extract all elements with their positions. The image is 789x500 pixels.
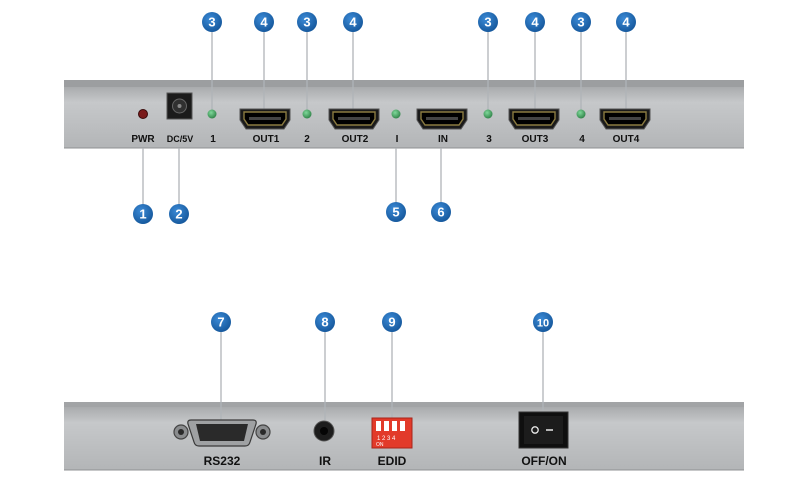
hdmi-in-port[interactable] [416, 108, 468, 130]
svg-text:3: 3 [577, 15, 584, 30]
callout-3a: 3 [202, 12, 222, 32]
svg-text:2: 2 [175, 207, 182, 222]
dip-on-label: ON [376, 442, 384, 448]
svg-text:8: 8 [321, 315, 328, 330]
rear-leader-lines [220, 330, 544, 420]
svg-text:4: 4 [531, 15, 539, 30]
led4-label: 4 [579, 134, 585, 145]
dc-power-jack[interactable] [166, 92, 193, 120]
front-panel-top-edge [64, 80, 744, 88]
rs232-port[interactable] [173, 419, 271, 447]
out4-label: OUT4 [613, 134, 640, 145]
ir-label: IR [319, 454, 331, 468]
callout-10: 10 [533, 312, 553, 332]
callout-3d: 3 [571, 12, 591, 32]
callout-1: 1 [133, 204, 153, 224]
rs232-label: RS232 [204, 454, 241, 468]
svg-text:4: 4 [260, 15, 268, 30]
led1-label: 1 [210, 134, 216, 145]
callout-3b: 3 [297, 12, 317, 32]
pwr-led-icon [138, 109, 148, 119]
hdmi-out1-port[interactable] [239, 108, 291, 130]
svg-text:3: 3 [303, 15, 310, 30]
svg-text:6: 6 [437, 205, 444, 220]
dc-label: DC/5V [167, 134, 194, 144]
led-out3-icon [483, 109, 493, 119]
callout-3c: 3 [478, 12, 498, 32]
svg-text:4: 4 [349, 15, 357, 30]
ledi-label: I [396, 134, 399, 145]
callout-7: 7 [211, 312, 231, 332]
svg-text:1: 1 [139, 207, 146, 222]
front-leader-lines [142, 30, 627, 205]
svg-text:9: 9 [388, 315, 395, 330]
pwr-label: PWR [131, 134, 155, 145]
svg-text:7: 7 [217, 315, 224, 330]
rear-panel-top-edge [64, 402, 744, 408]
ir-port[interactable] [313, 420, 335, 442]
led-out2-icon [302, 109, 312, 119]
svg-text:5: 5 [392, 205, 399, 220]
edid-dip-switch[interactable] [371, 417, 413, 449]
hdmi-out3-port[interactable] [508, 108, 560, 130]
in-label: IN [438, 134, 448, 145]
callout-6: 6 [431, 202, 451, 222]
callout-4d: 4 [616, 12, 636, 32]
svg-text:3: 3 [484, 15, 491, 30]
led-out4-icon [576, 109, 586, 119]
hdmi-out2-port[interactable] [328, 108, 380, 130]
svg-text:10: 10 [537, 318, 549, 330]
out2-label: OUT2 [342, 134, 369, 145]
callout-2: 2 [169, 204, 189, 224]
led3-label: 3 [486, 134, 492, 145]
led-out1-icon [207, 109, 217, 119]
callout-4c: 4 [525, 12, 545, 32]
dip-numbers: 1 2 3 4 [377, 436, 396, 442]
svg-text:3: 3 [208, 15, 215, 30]
out1-label: OUT1 [253, 134, 280, 145]
edid-label: EDID [378, 454, 407, 468]
led-input-icon [391, 109, 401, 119]
led2-label: 2 [304, 134, 310, 145]
callout-5: 5 [386, 202, 406, 222]
callout-9: 9 [382, 312, 402, 332]
switch-label: OFF/ON [521, 454, 566, 468]
callout-4a: 4 [254, 12, 274, 32]
power-rocker-switch[interactable] [518, 411, 569, 449]
callout-4b: 4 [343, 12, 363, 32]
out3-label: OUT3 [522, 134, 549, 145]
svg-text:4: 4 [622, 15, 630, 30]
callout-8: 8 [315, 312, 335, 332]
hdmi-out4-port[interactable] [599, 108, 651, 130]
